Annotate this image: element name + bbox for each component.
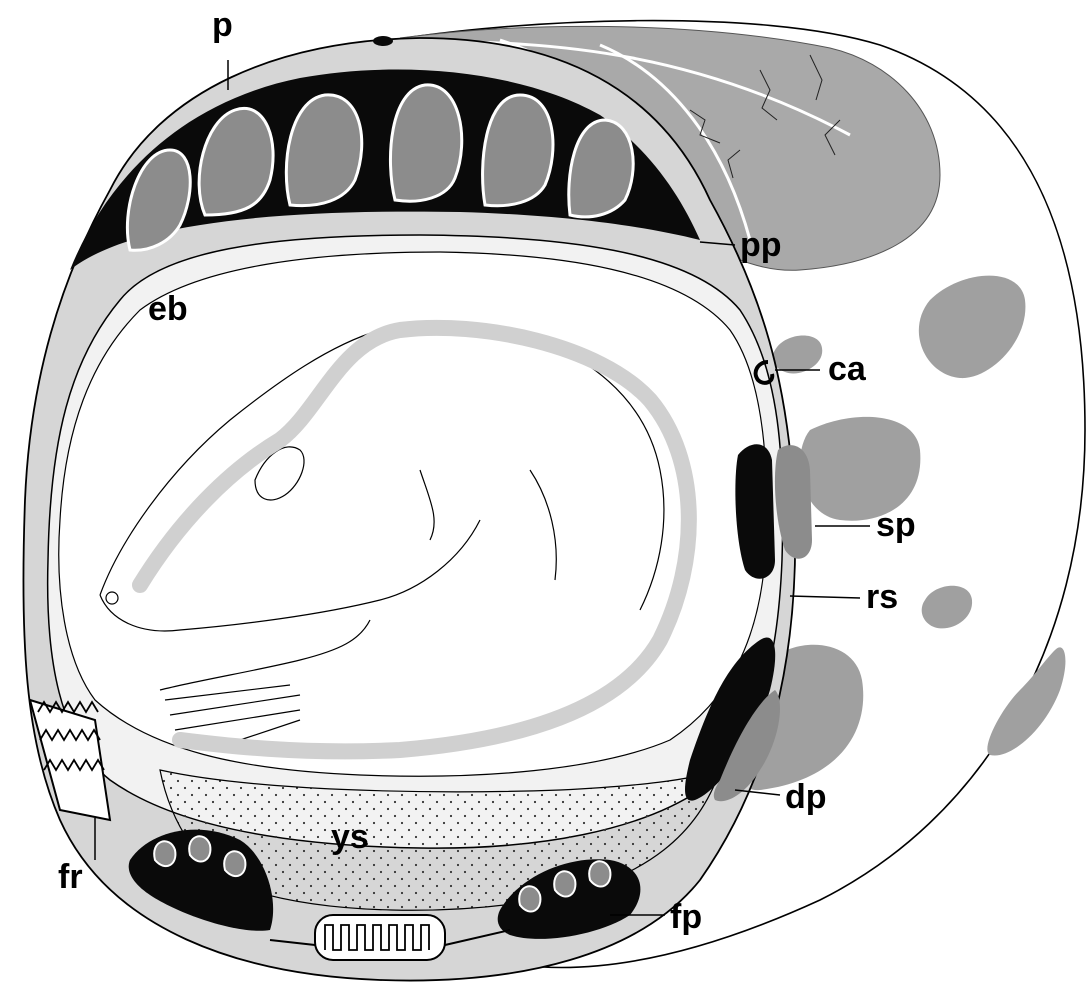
fringe-bottom: [315, 915, 445, 960]
label-eb: eb: [148, 292, 188, 326]
label-dp: dp: [785, 780, 827, 814]
label-sp: sp: [876, 508, 916, 542]
patch-edge-right: [987, 647, 1065, 755]
patch-upper-right: [919, 276, 1026, 378]
label-fr: fr: [58, 860, 83, 894]
label-ys: ys: [331, 820, 369, 854]
top-marker: [373, 36, 393, 46]
label-p: p: [212, 8, 233, 42]
patch-ca: [772, 335, 822, 373]
label-rs: rs: [866, 580, 898, 614]
label-ca: ca: [828, 352, 866, 386]
label-fp: fp: [670, 900, 702, 934]
label-pp: pp: [740, 228, 782, 262]
patch-small-right: [922, 586, 972, 629]
